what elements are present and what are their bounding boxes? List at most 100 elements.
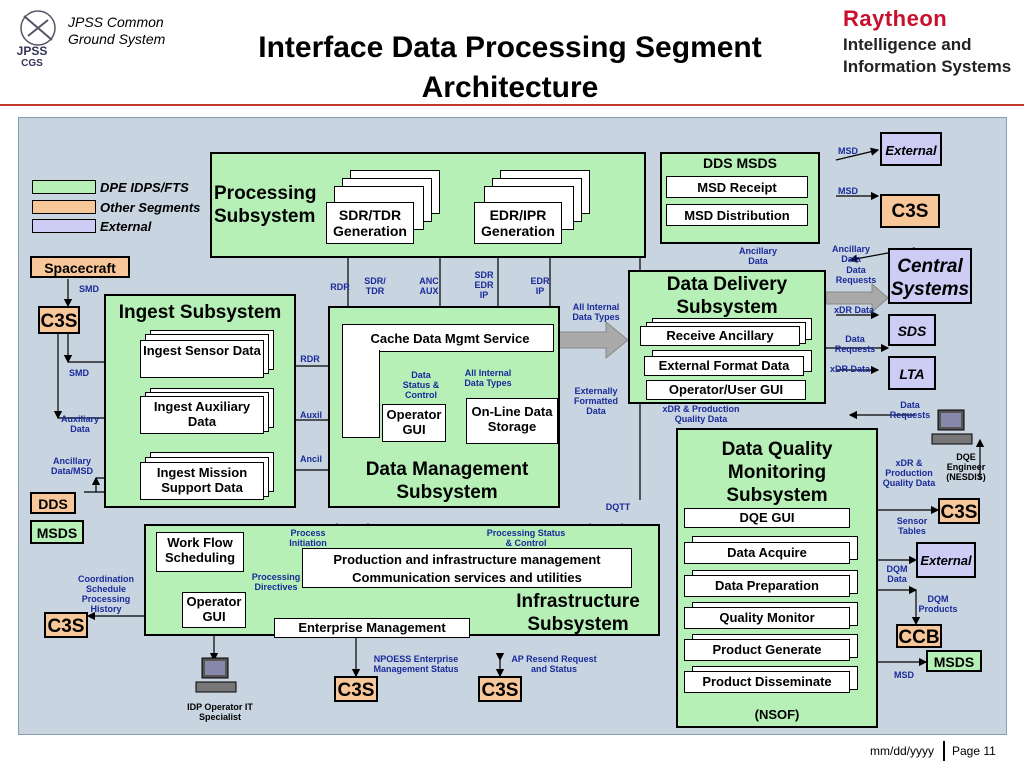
nsof-label: (NSOF) <box>754 707 800 722</box>
page-title: Interface Data Processing Segment Archit… <box>258 31 762 104</box>
dqe-engineer-computer-icon[interactable] <box>930 408 976 448</box>
label-all-internal: All Internal Data Types <box>572 302 620 322</box>
external-format-data: External Format Data <box>644 356 804 376</box>
raytheon-brand: Raytheon <box>843 6 948 31</box>
dqe-gui: DQE GUI <box>684 508 850 528</box>
label-anc-aux: ANC AUX <box>419 276 439 296</box>
label-msd-right: MSD <box>894 670 914 680</box>
label-msd: MSD <box>838 186 858 196</box>
label-edr-ip: EDR IP <box>530 276 550 296</box>
logo-caption: JPSS Common Ground System <box>68 14 166 47</box>
production-box <box>302 548 632 588</box>
label-idp-operator: IDP Operator IT Specialist <box>187 702 253 722</box>
lta: LTA <box>888 356 936 390</box>
label-ap-resend: AP Resend Request and Status <box>511 654 597 674</box>
ingest-mission-support-data: Ingest Mission Support Data <box>140 462 264 500</box>
production-management: Production and infrastructure management <box>333 552 601 567</box>
c3s-right: C3S <box>938 498 980 524</box>
legend-dpe: DPE IDPS/FTS <box>100 180 189 195</box>
label-dqtt: DQTT <box>605 502 631 512</box>
communication-services: Communication services and utilities <box>352 570 582 585</box>
central-systems: Central Systems <box>888 248 972 304</box>
label-externally-formatted: Externally Formatted Data <box>573 386 618 416</box>
label-npoess: NPOESS Enterprise Management Status <box>373 654 459 674</box>
spacecraft: Spacecraft <box>30 256 130 278</box>
logo-sub: CGS <box>21 58 43 69</box>
c3s-bottom-right: C3S <box>478 676 522 702</box>
label-data-status: Data Status & Control <box>402 370 440 400</box>
infrastructure-label: Infrastructure Subsystem <box>516 591 640 635</box>
cache-box <box>342 324 554 352</box>
operator-user-gui: Operator/User GUI <box>646 380 806 400</box>
cache-leg <box>342 350 380 438</box>
c3s-top: C3S <box>880 194 940 228</box>
label-xdr-data-2: xDR Data <box>829 364 870 374</box>
receive-ancillary: Receive Ancillary <box>640 326 800 346</box>
footer-divider <box>943 741 945 761</box>
c3s-bottom-left: C3S <box>44 612 88 638</box>
edr-ipr-generation: EDR/IPR Generation <box>474 202 562 244</box>
label-dqm-products: DQM Products <box>918 594 958 614</box>
jpss-logo-icon <box>20 10 56 46</box>
c3s-left: C3S <box>38 306 80 334</box>
label-dqm-data: DQM Data <box>886 564 908 584</box>
msd-distribution: MSD Distribution <box>666 204 808 226</box>
data-management-label: Data Management Subsystem <box>365 459 529 503</box>
msds-right: MSDS <box>926 650 982 672</box>
processing-subsystem-label: Processing Subsystem <box>214 183 317 227</box>
label-dqe-engineer: DQE Engineer (NESDIS) <box>946 452 986 482</box>
idp-operator-computer-icon[interactable] <box>194 656 240 698</box>
label-xdr-production: xDR & Production Quality Data <box>662 404 740 424</box>
cache-data-mgmt-service: Cache Data Mgmt Service <box>370 331 530 346</box>
product-generate: Product Generate <box>684 639 850 661</box>
label-ancillary-msd: Ancillary Data/MSD <box>50 456 93 476</box>
operator-gui-dm: Operator GUI <box>382 404 446 442</box>
online-data-storage: On-Line Data Storage <box>466 398 558 444</box>
label-processing-directives: Processing Directives <box>251 572 301 592</box>
label-auxil: Auxil <box>299 410 322 420</box>
label-process-initiation: Process Initiation <box>289 528 327 548</box>
legend-other: Other Segments <box>100 200 201 215</box>
ingest-subsystem-label: Ingest Subsystem <box>118 302 282 323</box>
legend-external: External <box>100 219 152 234</box>
label-auxiliary-data: Auxiliary Data <box>60 414 100 434</box>
label-coordination: Coordination Schedule Processing History <box>78 574 134 614</box>
logo-mark: JPSS <box>16 44 48 58</box>
label-xdr-data: xDR Data <box>833 305 874 315</box>
label-smd: SMD <box>69 368 89 378</box>
label-ancillary-data-2: Ancillary Data <box>831 244 871 264</box>
data-acquire: Data Acquire <box>684 542 850 564</box>
quality-monitor: Quality Monitor <box>684 607 850 629</box>
label-msd: MSD <box>838 146 858 156</box>
dqm-label: Data Quality Monitoring Subsystem <box>721 439 833 506</box>
footer-page: Page 11 <box>952 744 996 758</box>
label-data-requests-2: Data Requests <box>834 334 876 354</box>
msd-receipt: MSD Receipt <box>666 176 808 198</box>
dds-left: DDS <box>30 492 76 514</box>
sdr-tdr-generation: SDR/TDR Generation <box>326 202 414 244</box>
label-rdr: RDR <box>300 354 320 364</box>
label-processing-status: Processing Status & Control <box>486 528 566 548</box>
work-flow-scheduling: Work Flow Scheduling <box>156 532 244 572</box>
c3s-bottom-mid: C3S <box>334 676 378 702</box>
footer-date: mm/dd/yyyy <box>870 744 935 758</box>
label-xdr-production-2: xDR & Production Quality Data <box>882 458 936 488</box>
dds-msds-block <box>660 152 820 244</box>
label-sensor-tables: Sensor Tables <box>896 516 928 536</box>
label-sdr-edr-ip: SDR EDR IP <box>474 270 494 300</box>
label-all-internal-2: All Internal Data Types <box>464 368 512 388</box>
label-rdr: RDR <box>330 282 350 292</box>
data-preparation: Data Preparation <box>684 575 850 597</box>
legend-swatch-dpe <box>32 180 96 194</box>
label-sdr-tdr: SDR/ TDR <box>364 276 386 296</box>
msds-left: MSDS <box>30 520 84 544</box>
external-right: External <box>916 542 976 578</box>
ingest-auxiliary-data: Ingest Auxiliary Data <box>140 396 264 434</box>
legend-swatch-other <box>32 200 96 214</box>
enterprise-management: Enterprise Management <box>274 618 470 638</box>
sds: SDS <box>888 314 936 346</box>
legend-swatch-external <box>32 219 96 233</box>
external-top: External <box>880 132 942 166</box>
label-ancil: Ancil <box>299 454 322 464</box>
product-disseminate: Product Disseminate <box>684 671 850 693</box>
